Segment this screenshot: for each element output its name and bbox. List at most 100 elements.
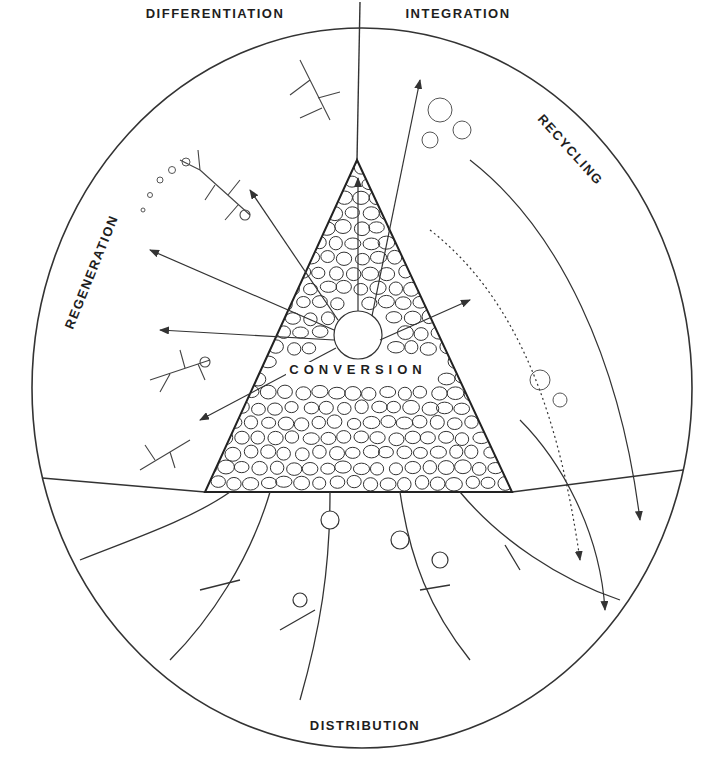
cell [432,387,447,400]
cell [405,461,421,473]
section-label: DISTRIBUTION [307,718,423,734]
cell [260,328,274,342]
cell [304,221,317,233]
cell [319,162,335,174]
cell [294,418,308,431]
cell [498,179,511,190]
cell [413,386,426,398]
cell [335,220,351,234]
cell [388,342,405,353]
cell [457,161,472,173]
cell [244,445,258,458]
cell [471,281,487,294]
cell [227,297,243,309]
cell [500,265,514,278]
cell [211,476,225,488]
cell [465,177,479,191]
cell [432,296,445,308]
cell [331,298,344,310]
cell [381,416,396,428]
cell [353,191,370,204]
cell [488,401,504,412]
cell [363,207,379,220]
cell [346,268,360,281]
cell [456,223,469,235]
cell [415,476,428,490]
divider-line [42,478,205,492]
cell [449,325,462,339]
cell [321,463,335,474]
cell [450,445,463,458]
cell [437,221,452,234]
cell [277,178,292,190]
cell [423,461,436,474]
cell [234,312,248,324]
cell [345,447,360,458]
cell [244,416,257,429]
cell [369,222,384,233]
recycling-arrows [430,160,640,610]
cell [430,446,446,458]
cell [438,252,453,265]
cell [233,342,248,355]
cell [489,433,505,445]
cell [235,254,248,265]
cell [193,178,209,191]
cell [193,205,206,218]
cell [261,477,276,488]
cell [313,445,327,458]
cell [488,162,504,173]
cell [191,475,207,488]
cell [439,431,454,443]
cell [507,462,521,474]
cell [297,297,310,308]
cell [284,160,301,174]
cell [302,343,315,354]
cell [487,253,504,264]
cell [330,447,345,460]
cell [268,403,283,415]
cell [277,447,290,460]
cell [480,327,496,340]
cell [499,447,515,459]
cell [235,431,249,444]
cell [500,416,514,428]
cell [302,193,318,206]
cell [480,356,496,368]
cell [295,448,309,461]
cell [482,417,497,429]
cell [327,415,342,428]
cell [406,251,420,263]
cell [252,161,267,173]
cell [506,223,521,236]
cell [303,433,319,445]
dotted-trail [141,158,190,212]
cell [378,446,393,457]
cell [431,176,446,187]
cell [312,385,328,397]
cell [498,328,514,340]
cell [244,297,259,309]
cell [336,280,351,293]
cell [244,178,257,190]
cell [347,418,360,429]
cell [296,207,311,221]
cell [430,415,444,429]
cell [330,267,344,280]
cell [194,386,207,398]
cell [251,431,265,444]
cell [243,266,256,279]
cell [355,400,368,414]
cell [234,461,249,472]
cell [304,283,318,294]
cell [431,265,447,279]
cell [210,387,225,400]
section-label: DIFFERENTIATION [143,6,288,22]
cell [312,326,328,338]
cell [200,313,217,325]
cell [211,296,224,309]
cell [465,328,478,339]
cell [437,161,453,174]
outer-circle [32,28,692,748]
